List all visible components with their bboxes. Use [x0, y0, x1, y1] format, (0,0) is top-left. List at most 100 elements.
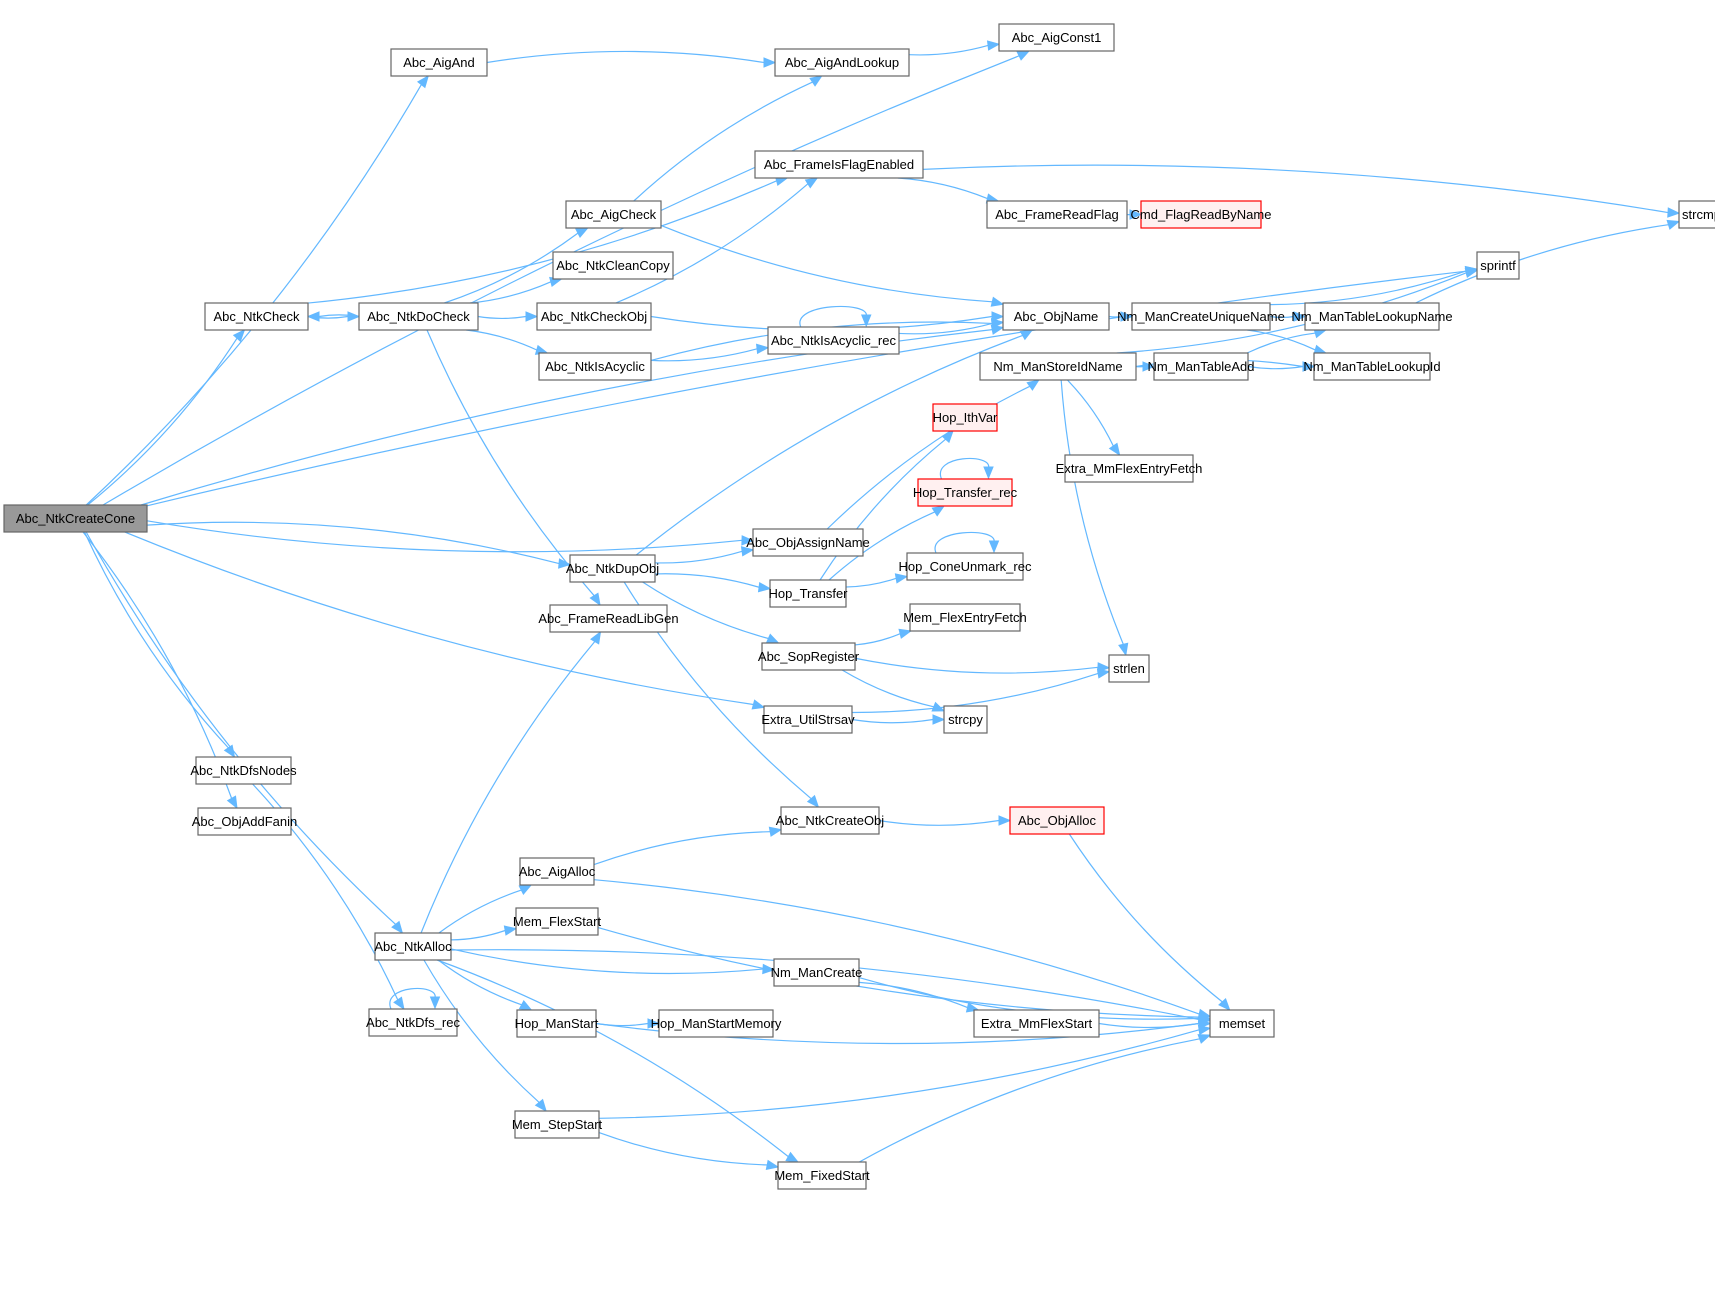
- edge-mem-step-start-to-mem-fixed-start: [598, 1132, 768, 1166]
- node-abc-aig-and-lookup[interactable]: Abc_AigAndLookup: [774, 48, 910, 77]
- edge-abc-frame-is-flag-enabled-to-abc-frame-read-flag: [897, 177, 988, 200]
- node-mem-flex-entry-fetch[interactable]: Mem_FlexEntryFetch: [903, 603, 1027, 632]
- node-abc-ntk-dfs-rec[interactable]: Abc_NtkDfs_rec: [366, 1008, 460, 1037]
- edges-layer: [82, 40, 1681, 1171]
- node-box: [197, 807, 292, 836]
- node-hop-man-start[interactable]: Hop_ManStart: [515, 1009, 599, 1038]
- arrowhead-icon: [894, 573, 909, 584]
- edge-abc-ntk-create-obj-to-abc-obj-alloc: [878, 819, 1000, 826]
- node-strcmp[interactable]: strcmp: [1678, 200, 1715, 229]
- node-strcpy[interactable]: strcpy: [943, 705, 988, 734]
- arrowhead-icon: [1118, 642, 1129, 657]
- node-box: [390, 48, 488, 77]
- node-abc-sop-register[interactable]: Abc_SopRegister: [758, 642, 860, 671]
- node-abc-ntk-check-obj[interactable]: Abc_NtkCheckObj: [536, 302, 652, 331]
- node-abc-ntk-is-acyclic[interactable]: Abc_NtkIsAcyclic: [538, 352, 652, 381]
- node-abc-ntk-dfs-nodes[interactable]: Abc_NtkDfsNodes: [190, 756, 297, 785]
- node-sprintf[interactable]: sprintf: [1476, 251, 1520, 280]
- node-abc-ntk-is-acyclic-rec[interactable]: Abc_NtkIsAcyclic_rec: [767, 326, 900, 355]
- edge-nm-man-create-unique-name-to-nm-man-table-lookup-id: [1247, 329, 1316, 351]
- node-nm-man-table-add[interactable]: Nm_ManTableAdd: [1148, 352, 1255, 381]
- node-label: Extra_UtilStrsav: [761, 712, 855, 727]
- node-label: Cmd_FlagReadByName: [1131, 207, 1272, 222]
- edge-abc-sop-register-to-mem-flex-entry-fetch: [854, 633, 901, 646]
- node-box: [516, 1009, 597, 1038]
- node-hop-transfer-rec[interactable]: Hop_Transfer_rec: [913, 478, 1018, 507]
- edge-abc-ntk-create-cone-to-sprintf: [146, 270, 1467, 507]
- node-abc-obj-name[interactable]: Abc_ObjName: [1002, 302, 1110, 331]
- node-abc-ntk-check[interactable]: Abc_NtkCheck: [204, 302, 309, 331]
- node-box: [998, 23, 1115, 52]
- node-label: Hop_Transfer: [769, 586, 849, 601]
- edge-abc-obj-assign-name-to-nm-man-store-id-name: [826, 385, 1031, 530]
- node-extra-mm-flex-start[interactable]: Extra_MmFlexStart: [973, 1009, 1100, 1038]
- edge-mem-fixed-start-to-memset: [859, 1038, 1200, 1163]
- node-nm-man-create[interactable]: Nm_ManCreate: [771, 958, 863, 987]
- node-abc-aig-check[interactable]: Abc_AigCheck: [565, 200, 662, 229]
- node-mem-fixed-start[interactable]: Mem_FixedStart: [774, 1161, 870, 1190]
- node-abc-obj-assign-name[interactable]: Abc_ObjAssignName: [746, 528, 870, 557]
- node-extra-util-strsav[interactable]: Extra_UtilStrsav: [761, 705, 855, 734]
- node-abc-ntk-alloc[interactable]: Abc_NtkAlloc: [374, 932, 452, 961]
- node-label: Abc_AigAndLookup: [785, 55, 899, 70]
- edge-abc-ntk-alloc-to-mem-fixed-start: [436, 959, 789, 1158]
- node-label: Abc_NtkIsAcyclic: [545, 359, 645, 374]
- node-box: [565, 200, 662, 229]
- node-abc-ntk-clean-copy[interactable]: Abc_NtkCleanCopy: [552, 251, 674, 280]
- node-abc-frame-read-flag[interactable]: Abc_FrameReadFlag: [986, 200, 1128, 229]
- arrowhead-icon: [1019, 329, 1034, 341]
- node-box: [1108, 654, 1150, 683]
- node-abc-ntk-create-obj[interactable]: Abc_NtkCreateObj: [776, 806, 884, 835]
- node-nm-man-store-id-name[interactable]: Nm_ManStoreIdName: [979, 352, 1137, 381]
- node-box: [374, 932, 452, 961]
- arrowhead-icon: [931, 701, 946, 712]
- arrowhead-icon: [518, 999, 533, 1011]
- node-nm-man-table-lookup-id[interactable]: Nm_ManTableLookupId: [1303, 352, 1441, 381]
- node-abc-frame-read-lib-gen[interactable]: Abc_FrameReadLibGen: [538, 604, 679, 633]
- node-strlen[interactable]: strlen: [1108, 654, 1150, 683]
- node-label: strlen: [1113, 661, 1145, 676]
- arrowhead-icon: [429, 996, 441, 1010]
- node-box: [1009, 806, 1105, 835]
- edge-mem-step-start-to-memset: [598, 1029, 1200, 1119]
- node-abc-ntk-create-cone[interactable]: Abc_NtkCreateCone: [3, 504, 148, 533]
- node-extra-mm-flex-entry-fetch[interactable]: Extra_MmFlexEntryFetch: [1056, 454, 1203, 483]
- node-label: Abc_NtkDfsNodes: [190, 763, 297, 778]
- node-box: [1476, 251, 1520, 280]
- node-mem-step-start[interactable]: Mem_StepStart: [512, 1110, 603, 1139]
- node-abc-obj-add-fanin[interactable]: Abc_ObjAddFanin: [192, 807, 298, 836]
- node-abc-ntk-do-check[interactable]: Abc_NtkDoCheck: [358, 302, 479, 331]
- arrowhead-icon: [558, 558, 572, 569]
- nodes-layer: Abc_NtkCreateCone Abc_AigAnd Abc_AigConst1…: [3, 23, 1715, 1190]
- arrowhead-icon: [575, 227, 589, 238]
- node-label: Abc_AigConst1: [1012, 30, 1102, 45]
- node-label: Nm_ManTableAdd: [1148, 359, 1255, 374]
- node-box: [358, 302, 479, 331]
- edge-abc-ntk-create-cone-to-abc-ntk-dup-obj: [146, 521, 560, 565]
- node-cmd-flag-read-by-name[interactable]: Cmd_FlagReadByName: [1131, 200, 1272, 229]
- node-hop-man-start-memory[interactable]: Hop_ManStartMemory: [651, 1009, 782, 1038]
- node-abc-aig-and[interactable]: Abc_AigAnd: [390, 48, 488, 77]
- node-abc-ntk-dup-obj[interactable]: Abc_NtkDupObj: [566, 554, 659, 583]
- node-hop-ith-var[interactable]: Hop_IthVar: [932, 403, 998, 432]
- edge-abc-ntk-alloc-to-abc-frame-read-lib-gen: [420, 641, 596, 934]
- node-nm-man-create-unique-name[interactable]: Nm_ManCreateUniqueName: [1117, 302, 1285, 331]
- node-abc-obj-alloc[interactable]: Abc_ObjAlloc: [1009, 806, 1105, 835]
- node-label: Hop_ConeUnmark_rec: [899, 559, 1032, 574]
- node-box: [549, 604, 668, 633]
- node-box: [204, 302, 309, 331]
- node-label: Nm_ManStoreIdName: [993, 359, 1122, 374]
- node-hop-cone-unmark-rec[interactable]: Hop_ConeUnmark_rec: [899, 552, 1032, 581]
- node-mem-flex-start[interactable]: Mem_FlexStart: [513, 907, 602, 936]
- edge-nm-man-table-lookup-name-to-strcmp: [1415, 224, 1669, 304]
- node-abc-aig-alloc[interactable]: Abc_AigAlloc: [519, 857, 596, 886]
- node-memset[interactable]: memset: [1209, 1009, 1275, 1038]
- node-abc-aig-const1[interactable]: Abc_AigConst1: [998, 23, 1115, 52]
- node-abc-frame-is-flag-enabled[interactable]: Abc_FrameIsFlagEnabled: [754, 150, 924, 179]
- node-label: Abc_FrameIsFlagEnabled: [764, 157, 914, 172]
- node-label: Abc_ObjAssignName: [746, 535, 870, 550]
- node-hop-transfer[interactable]: Hop_Transfer: [769, 579, 849, 608]
- edge-abc-ntk-is-acyclic-rec-to-abc-ntk-is-acyclic-rec: [799, 305, 867, 328]
- node-nm-man-table-lookup-name[interactable]: Nm_ManTableLookupName: [1291, 302, 1453, 331]
